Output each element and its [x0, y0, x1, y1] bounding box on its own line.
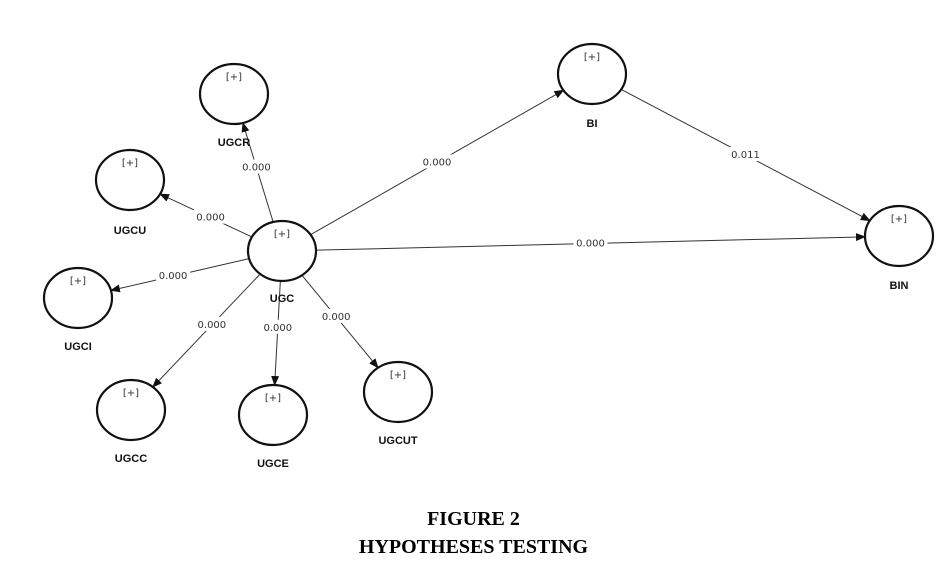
edge-label-background [573, 235, 608, 250]
edge-coefficient-label: 0.000 [263, 323, 292, 334]
edge-ugc-ugci: 0.000 [109, 258, 250, 293]
construct-label: UGC [270, 293, 295, 305]
node-ugci[interactable]: [+] UGCI [42, 266, 114, 353]
edge-label-background [260, 319, 295, 334]
edge-label-background [420, 154, 454, 169]
construct-circle[interactable] [863, 204, 935, 268]
construct-circle[interactable] [556, 42, 628, 106]
expand-icon[interactable]: [+] [390, 370, 406, 381]
node-ugcr[interactable]: [+] UGCR [198, 62, 270, 149]
expand-icon[interactable]: [+] [274, 229, 290, 240]
edge-ugc-bin: 0.000 [315, 233, 867, 251]
node-bi[interactable]: [+] BI [556, 42, 628, 130]
edge-label-background [156, 268, 191, 283]
node-bin[interactable]: [+] BIN [863, 204, 935, 292]
node-ugcc[interactable]: [+] UGCC [95, 378, 167, 465]
expand-icon[interactable]: [+] [70, 276, 86, 287]
node-ugcu[interactable]: [+] UGCU [94, 148, 166, 237]
expand-icon[interactable]: [+] [891, 214, 907, 225]
construct-label: UGCUT [378, 435, 417, 447]
construct-circle[interactable] [42, 266, 114, 330]
expand-icon[interactable]: [+] [123, 388, 139, 399]
construct-circle[interactable] [362, 360, 434, 424]
construct-circle[interactable] [95, 378, 167, 442]
construct-label: BI [587, 118, 598, 130]
construct-label: UGCU [114, 225, 146, 237]
construct-circle[interactable] [94, 148, 166, 212]
edge-ugc-ugcr: 0.000 [239, 122, 274, 223]
edge-ugc-ugce: 0.000 [260, 280, 295, 387]
nodes-layer: [+] UGCR [+] UGCU [+] UGC [+] UGCI [+] UGCC [+] UGC… [42, 42, 935, 470]
edge-coefficient-label: 0.000 [423, 158, 452, 169]
expand-icon[interactable]: [+] [122, 158, 138, 169]
edge-label-background [319, 308, 354, 323]
edge-coefficient-label: 0.000 [196, 213, 225, 224]
node-ugcut[interactable]: [+] UGCUT [362, 360, 434, 447]
path-diagram: 0.000 0.000 0.000 0.000 0.000 0.000 0.000 0.000… [42, 42, 935, 470]
construct-label: UGCR [218, 137, 250, 149]
edge-coefficient-label: 0.000 [242, 163, 271, 174]
expand-icon[interactable]: [+] [584, 52, 600, 63]
edge-ugc-ugcut: 0.000 [301, 274, 379, 369]
edge-ugc-bi: 0.000 [310, 89, 565, 236]
construct-label: UGCE [257, 458, 289, 470]
edge-coefficient-label: 0.000 [322, 312, 351, 323]
edges-layer: 0.000 0.000 0.000 0.000 0.000 0.000 0.000 0.000… [109, 88, 871, 388]
construct-circle[interactable] [246, 219, 318, 283]
expand-icon[interactable]: [+] [265, 393, 281, 404]
edge-coefficient-label: 0.000 [198, 320, 227, 331]
figure-number: FIGURE 2 [427, 508, 520, 530]
construct-label: BIN [890, 280, 909, 292]
edge-label-background [193, 209, 228, 224]
node-ugce[interactable]: [+] UGCE [237, 383, 309, 470]
expand-icon[interactable]: [+] [226, 72, 242, 83]
construct-circle[interactable] [237, 383, 309, 447]
edge-ugc-ugcc: 0.000 [152, 273, 261, 388]
figure-title: HYPOTHESES TESTING [358, 536, 589, 558]
edge-ugc-ugcu: 0.000 [159, 193, 253, 238]
edge-coefficient-label: 0.011 [731, 150, 760, 161]
edge-label-background [728, 147, 763, 161]
node-ugc[interactable]: [+] UGC [246, 219, 318, 305]
construct-circle[interactable] [198, 62, 270, 126]
edge-label-background [239, 159, 274, 174]
edge-coefficient-label: 0.000 [159, 271, 188, 282]
edge-coefficient-label: 0.000 [576, 239, 605, 250]
edge-bi-bin: 0.011 [620, 88, 871, 222]
construct-label: UGCC [115, 453, 147, 465]
construct-label: UGCI [64, 341, 92, 353]
edge-label-background [194, 316, 229, 331]
